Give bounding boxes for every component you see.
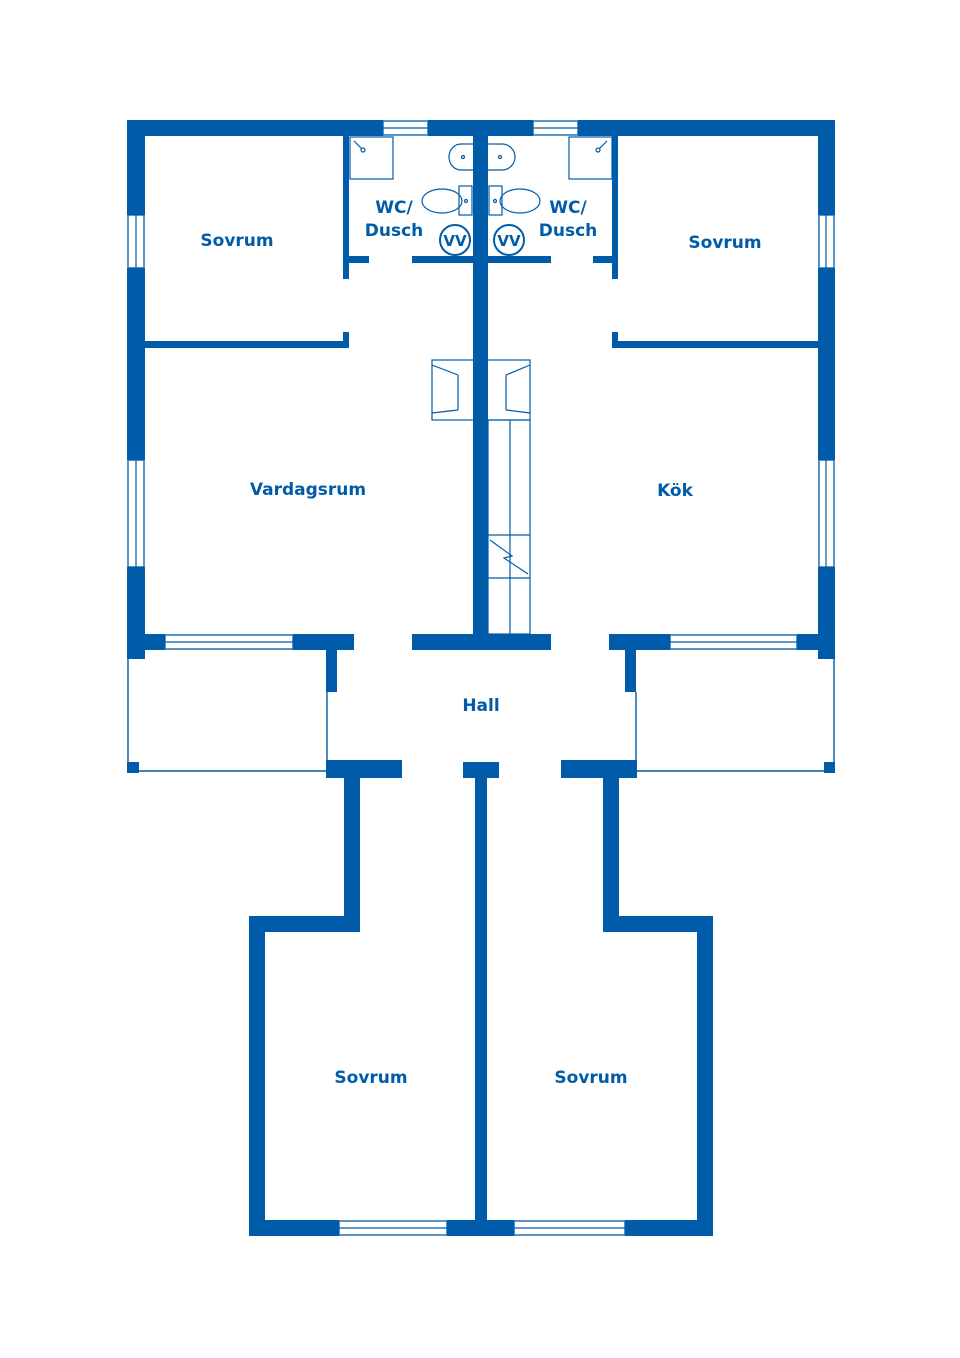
- stairs: [431, 359, 531, 635]
- water-heater-left: VV: [439, 224, 471, 256]
- water-heater-right: VV: [493, 224, 525, 256]
- room-label-wc-left-line2: Dusch: [365, 221, 424, 241]
- toilet-icon: [488, 185, 541, 216]
- room-label-sovrum-top-left: Sovrum: [200, 231, 273, 251]
- room-labels: Sovrum Sovrum WC/ Dusch WC/ Dusch Vardag…: [200, 198, 761, 1088]
- room-label-hall: Hall: [462, 696, 499, 716]
- room-label-vardagsrum: Vardagsrum: [250, 480, 366, 500]
- shower-icon: [595, 140, 608, 153]
- interior-walls: [145, 120, 818, 650]
- vv-label-left: VV: [443, 232, 467, 250]
- sink-icon: [448, 143, 473, 171]
- bathroom-fixtures: VV VV: [349, 136, 613, 256]
- room-label-wc-right-line1: WC/: [549, 198, 587, 218]
- lower-wing-walls: [249, 760, 713, 1236]
- room-label-sovrum-bottom-left: Sovrum: [334, 1068, 407, 1088]
- room-label-kok: Kök: [657, 481, 694, 501]
- shower-icon: [353, 140, 366, 153]
- room-label-wc-right-line2: Dusch: [539, 221, 598, 241]
- room-label-sovrum-top-right: Sovrum: [688, 233, 761, 253]
- room-label-wc-left-line1: WC/: [375, 198, 413, 218]
- vv-label-right: VV: [497, 232, 521, 250]
- windows: [127, 120, 835, 1236]
- toilet-icon: [421, 185, 473, 216]
- sink-icon: [488, 143, 516, 171]
- outer-walls: [127, 120, 835, 659]
- room-label-sovrum-bottom-right: Sovrum: [554, 1068, 627, 1088]
